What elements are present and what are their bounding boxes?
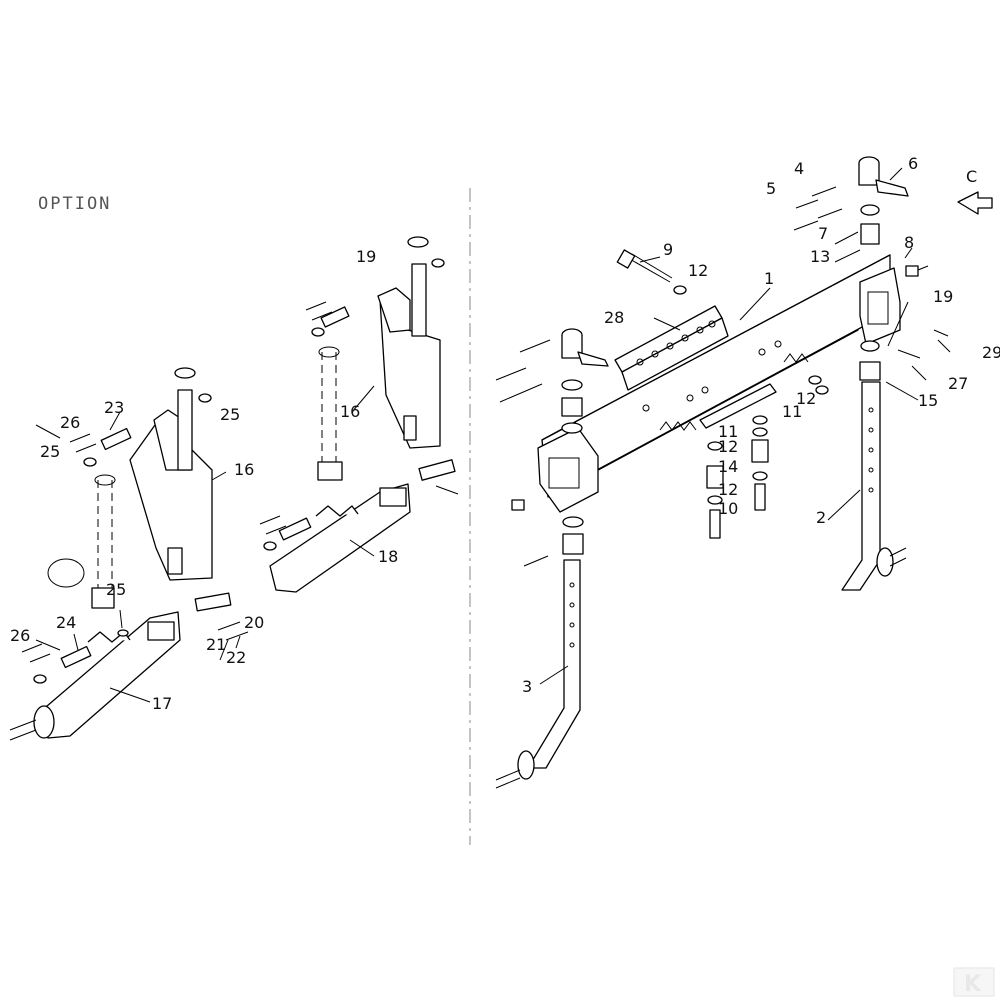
part-label: 20 (244, 613, 264, 632)
part-label: 24 (56, 613, 76, 632)
bushing (860, 223, 880, 245)
bolt (627, 257, 671, 283)
part-labels: 1 2 3 4 5 6 7 8 9 10 11 11 12 12 12 12 1… (10, 154, 1000, 713)
leg-strut-right (841, 381, 881, 591)
part-label: 5 (766, 179, 776, 198)
part-label: 10 (718, 499, 738, 518)
main-frame-assembly (495, 156, 949, 789)
part-label: 1 (764, 269, 774, 288)
spacer-ring (860, 204, 880, 216)
part-label: 19 (356, 247, 376, 266)
part-label: 26 (10, 626, 30, 645)
part-label: 25 (220, 405, 240, 424)
part-label: 22 (226, 648, 246, 667)
part-label: 25 (40, 442, 60, 461)
view-arrow-icon (957, 191, 993, 215)
beam-bracket (699, 383, 777, 429)
view-arrow-marker: C (957, 167, 993, 215)
part-label: 16 (340, 402, 360, 421)
part-label: 28 (604, 308, 624, 327)
option-assembly (9, 236, 459, 741)
part-label: 19 (933, 287, 953, 306)
part-label: 2 (816, 508, 826, 527)
part-label: 16 (234, 460, 254, 479)
part-label: 14 (718, 457, 738, 476)
part-label: 12 (718, 437, 738, 456)
part-label: 12 (688, 261, 708, 280)
view-marker-label: C (966, 167, 977, 186)
part-label: 3 (522, 677, 532, 696)
part-label: 12 (796, 389, 816, 408)
watermark-logo: K (953, 967, 995, 997)
arm-17 (39, 611, 181, 739)
part-label: 12 (718, 480, 738, 499)
grease-nipple (905, 265, 919, 277)
part-label: 21 (206, 635, 226, 654)
part-label: 17 (152, 694, 172, 713)
washer (673, 285, 687, 295)
option-caption: OPTION (38, 194, 111, 214)
part-label: 13 (810, 247, 830, 266)
part-label: 9 (663, 240, 673, 259)
leg-strut-left (527, 559, 581, 769)
part-label: 11 (782, 402, 802, 421)
part-label: 7 (818, 224, 828, 243)
part-label: 6 (908, 154, 918, 173)
part-label: 11 (718, 422, 738, 441)
part-label: 4 (794, 159, 804, 178)
part-label: 18 (378, 547, 398, 566)
svg-text:K: K (964, 972, 982, 997)
part-label: 8 (904, 233, 914, 252)
leader-lines (35, 167, 951, 703)
part-label: 23 (104, 398, 124, 417)
part-label: 27 (948, 374, 968, 393)
part-label: 26 (60, 413, 80, 432)
part-label: 15 (918, 391, 938, 410)
beam-end-plate-right (859, 267, 901, 345)
part-label: 25 (106, 580, 126, 599)
part-label: 29 (982, 343, 1000, 362)
